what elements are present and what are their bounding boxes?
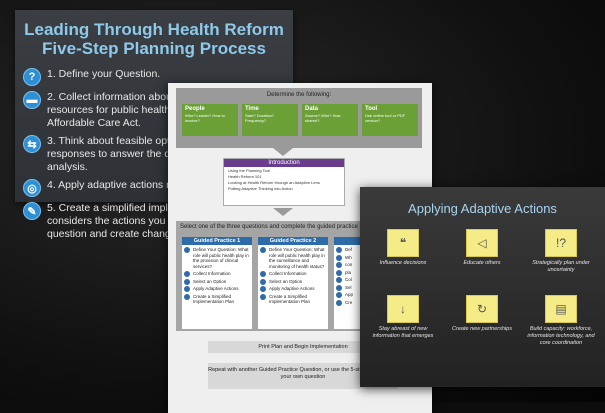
- practice-step: App: [336, 292, 401, 298]
- data-box: Data Source? Who? How shared?: [302, 104, 358, 136]
- practice-step: Def: [336, 247, 401, 253]
- speech-bubbles-icon: ❝: [387, 229, 419, 257]
- introduction-box: Introduction Using the Planning Tool Hea…: [223, 158, 345, 206]
- practice-step: Apply Adaptive Actions: [184, 286, 249, 292]
- practice-title: Guided Practice 2: [258, 237, 328, 245]
- tile-stay-abreast: ↓ Stay abreast of new information that e…: [368, 295, 438, 340]
- slide-adaptive-actions[interactable]: Applying Adaptive Actions ❝ Influence de…: [360, 187, 605, 387]
- tile-caption: Strategically plan under uncertainty: [532, 260, 590, 273]
- slide-title: Applying Adaptive Actions: [408, 201, 557, 216]
- arrows-icon: ⇆: [23, 135, 41, 153]
- step-item: ? 1. Define your Question.: [23, 68, 287, 86]
- box-title: Data: [305, 106, 319, 112]
- box-text: Start? Duration? Frequency?: [245, 113, 275, 123]
- determine-panel: Determine the following: People Who? Lea…: [176, 88, 422, 148]
- box-text: Use online tool or PDF version?: [365, 113, 406, 123]
- tile-caption: Educate others: [463, 260, 501, 266]
- practice-step: Collect Information: [260, 271, 325, 277]
- megaphone-icon: ◁: [466, 229, 498, 257]
- practice-step: Define Your Question: What role will pub…: [260, 247, 325, 269]
- tile-influence-decisions: ❝ Influence decisions: [368, 229, 438, 267]
- practice-step: Create a Simplified Implementation Plan: [184, 293, 249, 305]
- box-title: Tool: [365, 106, 378, 112]
- intro-item: Using the Planning Tool: [228, 168, 270, 173]
- print-plan-box: Print Plan and Begin Implementation: [208, 341, 398, 353]
- box-text: Source? Who? How shared?: [305, 113, 341, 123]
- download-icon: ↓: [387, 295, 419, 323]
- practice-title: Guided Practice 1: [182, 237, 252, 245]
- time-box: Time Start? Duration? Frequency?: [242, 104, 298, 136]
- intro-item: Looking at Health Reform through an Adap…: [228, 180, 320, 185]
- tile-partnerships: ↻ Create new partnerships: [447, 295, 517, 333]
- guided-practice-title: Select one of the three questions and co…: [180, 224, 358, 230]
- tile-build-capacity: ▤ Build capacity: workforce, information…: [526, 295, 596, 347]
- practice-step: Apply Adaptive Actions: [260, 286, 325, 292]
- flow-arrow: [273, 208, 293, 216]
- practice-step: con: [336, 262, 401, 268]
- practice-step: Create a Simplified Implementation Plan: [260, 293, 325, 305]
- folder-icon: ▬: [23, 91, 41, 109]
- intro-item: Putting Adaptive Thinking into Action: [228, 186, 293, 191]
- slide-title: Leading Through Health Reform Five-Step …: [15, 20, 293, 58]
- practice-step: Sel: [336, 284, 401, 290]
- tile-caption: Stay abreast of new information that eme…: [372, 326, 434, 339]
- practice-step: Wh: [336, 254, 401, 260]
- pencil-icon: ✎: [23, 202, 41, 220]
- introduction-title: Introduction: [224, 159, 344, 167]
- cycle-arrows-icon: ↻: [466, 295, 498, 323]
- practice-step: Collect Information: [184, 271, 249, 277]
- title-line-1: Leading Through Health Reform: [24, 20, 284, 39]
- title-line-2: Five-Step Planning Process: [42, 39, 266, 58]
- flowchart-icon: ▤: [545, 295, 577, 323]
- practice-step: Select an Option: [260, 278, 325, 284]
- people-box: People Who? Leader? How to involve?: [182, 104, 238, 136]
- box-title: People: [185, 106, 205, 112]
- tool-box: Tool Use online tool or PDF version?: [362, 104, 418, 136]
- box-text: Who? Leader? How to involve?: [185, 113, 225, 123]
- flow-arrow: [273, 148, 293, 156]
- tile-caption: Create new partnerships: [452, 326, 512, 332]
- target-icon: ◎: [23, 179, 41, 197]
- guided-practice-1: Guided Practice 1 Define Your Question: …: [182, 237, 252, 329]
- tile-strategic-planning: !? Strategically plan under uncertainty: [526, 229, 596, 274]
- step-text: 1. Define your Question.: [47, 68, 161, 80]
- intro-item: Health Reform 101: [228, 174, 262, 179]
- tile-caption: Influence decisions: [379, 260, 427, 266]
- practice-step: pla: [336, 269, 401, 275]
- practice-step: Col: [336, 277, 401, 283]
- tile-educate-others: ◁ Educate others: [447, 229, 517, 267]
- guided-practice-2: Guided Practice 2 Define Your Question: …: [258, 237, 328, 329]
- box-title: Time: [245, 106, 259, 112]
- practice-step: Cre: [336, 299, 401, 305]
- determine-title: Determine the following:: [266, 92, 332, 98]
- question-icon: ?: [23, 68, 41, 86]
- practice-step: Select an Option: [184, 278, 249, 284]
- question-exclaim-icon: !?: [545, 229, 577, 257]
- practice-step: Define Your Question: What role will pub…: [184, 247, 249, 269]
- tile-caption: Build capacity: workforce, information t…: [527, 326, 595, 346]
